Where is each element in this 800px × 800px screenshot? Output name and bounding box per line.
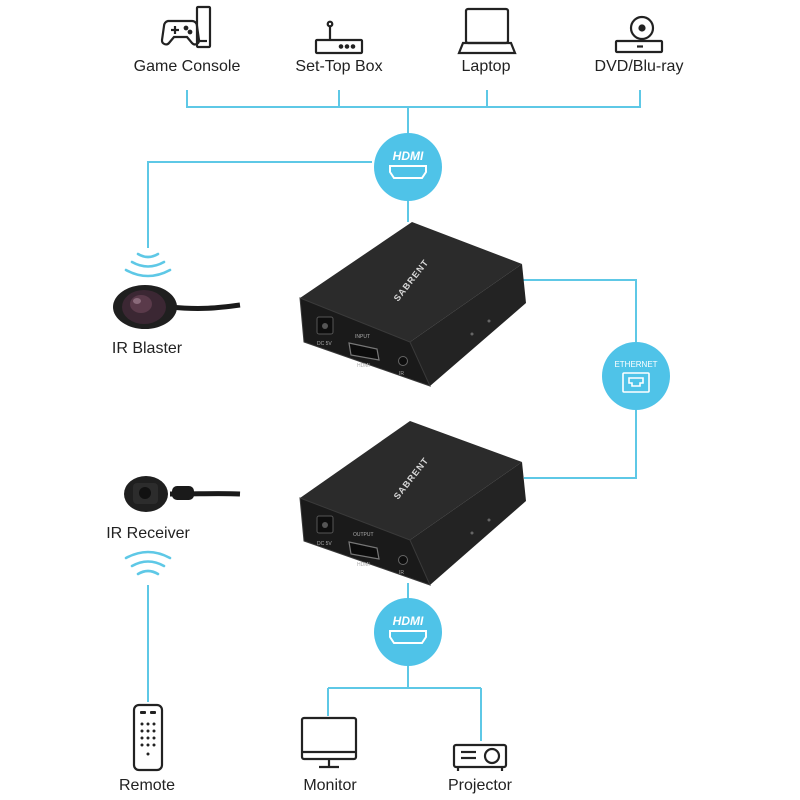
hdmi-connector-icon xyxy=(389,630,427,644)
remote-icon xyxy=(132,703,164,772)
game-console-icon xyxy=(160,5,212,49)
hdmi-badge-top-label: HDMI xyxy=(393,149,424,163)
remote-label: Remote xyxy=(118,777,176,794)
remote-buttons xyxy=(140,722,156,756)
source-label-dvd: DVD/Blu-ray xyxy=(594,58,684,75)
source-label-laptop: Laptop xyxy=(461,58,511,75)
transmitter-port-label: INPUT xyxy=(355,334,370,340)
laptop-icon xyxy=(457,7,517,55)
dvd-player-icon xyxy=(614,15,664,54)
source-label-set-top-box: Set-Top Box xyxy=(295,58,383,75)
receiver-port-label: OUTPUT xyxy=(353,532,374,538)
projector-icon xyxy=(452,743,508,771)
hdmi-connector-icon xyxy=(389,165,427,179)
transmitter-dc-port-label: DC 5V xyxy=(317,341,332,347)
hdmi-badge-top: HDMI xyxy=(374,133,442,201)
connection-lines xyxy=(147,90,641,741)
receiver-device: SABRENT DC 5V OUTPUT HDMI IR xyxy=(299,421,526,586)
signal-waves-icon xyxy=(124,252,172,278)
transmitter-device: SABRENT DC 5V INPUT HDMI IR xyxy=(299,222,526,387)
hdmi-badge-bottom-label: HDMI xyxy=(393,614,424,628)
monitor-label: Monitor xyxy=(303,777,357,794)
projector-label: Projector xyxy=(447,777,513,794)
set-top-box-icon xyxy=(314,20,364,55)
receiver-ir-port xyxy=(398,555,408,565)
ethernet-port-icon xyxy=(622,372,650,393)
transmitter-ir-label: IR xyxy=(399,371,404,377)
receiver-ir-label: IR xyxy=(399,570,404,576)
ir-receiver-label: IR Receiver xyxy=(106,525,190,542)
receiver-hdmi-port xyxy=(348,541,380,560)
transmitter-ir-port xyxy=(398,356,408,366)
ethernet-badge-label: ETHERNET xyxy=(614,360,657,369)
source-label-game-console: Game Console xyxy=(133,58,241,75)
signal-waves-icon xyxy=(124,550,172,576)
hdmi-badge-bottom: HDMI xyxy=(374,598,442,666)
ethernet-badge: ETHERNET xyxy=(602,342,670,410)
ir-receiver-icon xyxy=(124,476,241,576)
ir-blaster-label: IR Blaster xyxy=(111,340,183,357)
monitor-icon xyxy=(300,716,358,769)
receiver-hdmi-label: HDMI xyxy=(357,562,370,568)
transmitter-hdmi-label: HDMI xyxy=(357,363,370,369)
receiver-dc-port-label: DC 5V xyxy=(317,541,332,547)
ir-blaster-icon xyxy=(113,252,241,329)
transmitter-hdmi-port xyxy=(348,342,380,361)
